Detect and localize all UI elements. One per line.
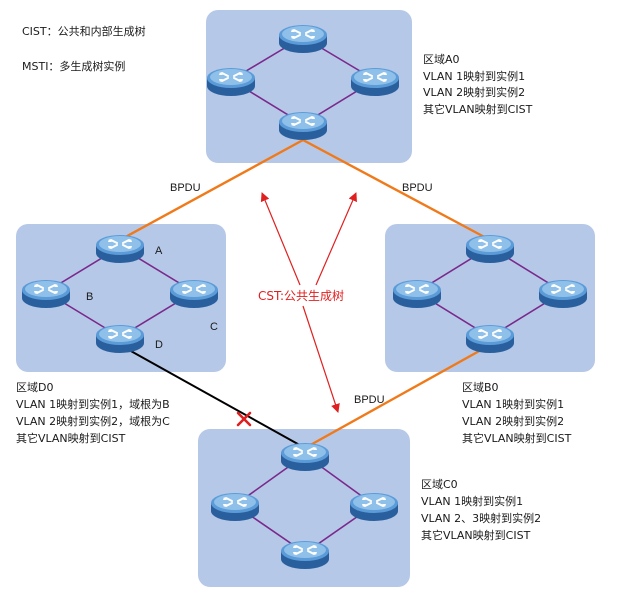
network-switch-icon <box>206 67 256 97</box>
network-switch-icon <box>21 279 71 309</box>
network-switch-icon <box>169 279 219 309</box>
region-a0-description: 区域A0 VLAN 1映射到实例1 VLAN 2映射到实例2 其它VLAN映射到… <box>423 53 533 116</box>
network-switch-icon <box>280 540 330 570</box>
region-c0-title: 区域C0 <box>421 478 458 491</box>
network-switch-icon <box>392 279 442 309</box>
blocked-port-x-icon <box>236 411 252 427</box>
region-d0-description: 区域D0 VLAN 1映射到实例1，域根为B VLAN 2映射到实例2，域根为C… <box>16 381 170 445</box>
region-a0-line: VLAN 1映射到实例1 <box>423 69 525 83</box>
cst-arrow-to-a0 <box>260 192 301 286</box>
region-a0-box <box>206 10 412 163</box>
cst-arrows <box>260 192 357 413</box>
network-switch-icon <box>278 111 328 141</box>
network-switch-icon <box>95 324 145 354</box>
region-c0-line: VLAN 1映射到实例1 <box>421 494 523 508</box>
region-b0-line: 其它VLAN映射到CIST <box>462 431 572 445</box>
region-a0-line: VLAN 2映射到实例2 <box>423 85 525 99</box>
region-d0-box <box>16 224 226 372</box>
region-c0-line: VLAN 2、3映射到实例2 <box>421 511 541 525</box>
network-switch-icon <box>95 234 145 264</box>
cst-label: CST:公共生成树 <box>258 288 344 303</box>
blocked-link-d0-c0 <box>119 344 306 449</box>
region-d0-line: VLAN 1映射到实例1，域根为B <box>16 397 170 411</box>
region-b0-line: VLAN 2映射到实例2 <box>462 414 564 428</box>
cst-link-b0-c0 <box>304 343 491 450</box>
network-switch-icon <box>350 67 400 97</box>
legend-cist: CIST：公共和内部生成树 <box>22 24 146 38</box>
cst-arrow-to-a0-right <box>315 192 357 286</box>
region-d0-title: 区域D0 <box>16 381 53 394</box>
bpdu-label-right: BPDU <box>402 182 433 194</box>
switch-label-b: B <box>86 291 93 303</box>
network-switch-icon <box>465 324 515 354</box>
network-switch-icon <box>465 234 515 264</box>
network-switch-icon <box>349 492 399 522</box>
region-a0-title: 区域A0 <box>423 53 460 66</box>
legend-msti: MSTI：多生成树实例 <box>22 59 125 73</box>
region-c0-line: 其它VLAN映射到CIST <box>421 528 531 542</box>
region-c0-description: 区域C0 VLAN 1映射到实例1 VLAN 2、3映射到实例2 其它VLAN映… <box>421 478 541 542</box>
switch-label-c: C <box>210 321 218 333</box>
region-d0-line: 其它VLAN映射到CIST <box>16 431 126 445</box>
network-switch-icon <box>278 24 328 54</box>
cst-link-a0-d0 <box>119 138 304 242</box>
cst-arrow-to-c0 <box>302 305 340 413</box>
network-switch-icon <box>538 279 588 309</box>
region-b0-title: 区域B0 <box>462 381 499 394</box>
cst-link-a0-b0 <box>302 138 491 242</box>
region-b0-description: 区域B0 VLAN 1映射到实例1 VLAN 2映射到实例2 其它VLAN映射到… <box>462 381 572 445</box>
network-switch-icon <box>210 492 260 522</box>
region-a0-line: 其它VLAN映射到CIST <box>423 102 533 116</box>
network-switch-icon <box>280 442 330 472</box>
bpdu-label-left: BPDU <box>170 182 201 194</box>
bpdu-label-bottom: BPDU <box>354 394 385 406</box>
switch-label-d: D <box>155 339 163 351</box>
region-b0-box <box>385 224 595 372</box>
switch-label-a: A <box>155 245 163 257</box>
region-c0-box <box>198 429 410 587</box>
region-b0-line: VLAN 1映射到实例1 <box>462 397 564 411</box>
region-d0-line: VLAN 2映射到实例2，域根为C <box>16 414 170 428</box>
